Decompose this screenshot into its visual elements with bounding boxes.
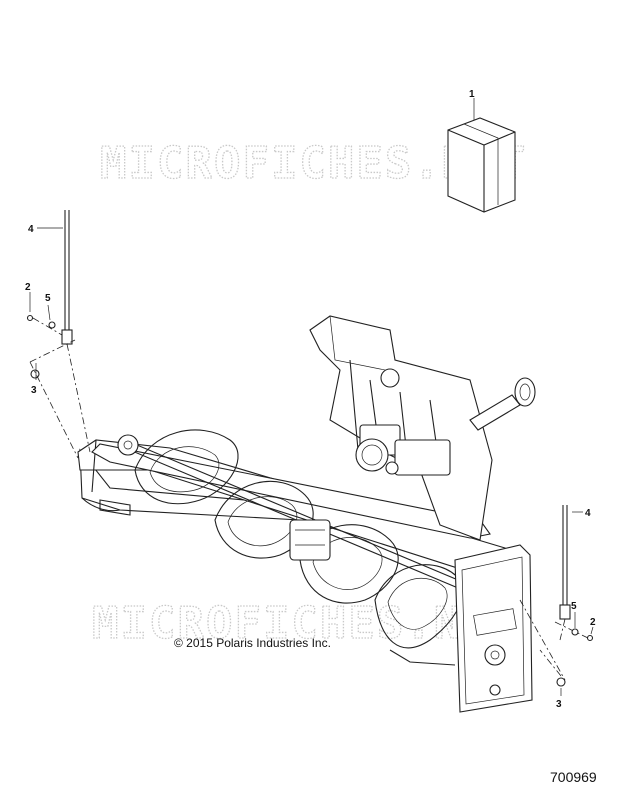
- callout-4-left: 4: [28, 224, 34, 235]
- part-4-rod-right: [559, 505, 571, 641]
- part-3-nut-left: [29, 339, 79, 459]
- part-5-washer-right: [571, 628, 579, 636]
- part-3-nut-right: [519, 599, 566, 687]
- callout-5-left: 5: [45, 293, 51, 304]
- callout-2-left: 2: [25, 282, 31, 293]
- part-1-box: [447, 98, 516, 213]
- part-2-bolt-right: [554, 621, 594, 642]
- callout-3-left: 3: [31, 385, 37, 396]
- figure-number: 700969: [550, 769, 597, 785]
- callout-2-right: 2: [590, 617, 596, 628]
- watermark-bottom: MICROFICHES.NET: [92, 598, 519, 649]
- snow-blower-assembly: [77, 315, 536, 713]
- leader-lines: [29, 227, 594, 696]
- callout-4-right: 4: [585, 508, 591, 519]
- copyright-notice: © 2015 Polaris Industries Inc.: [174, 636, 331, 650]
- part-4-rod-left: [61, 210, 91, 453]
- callout-5-right: 5: [571, 601, 577, 612]
- callout-3-right: 3: [556, 699, 562, 710]
- callout-1: 1: [469, 89, 475, 100]
- part-2-bolt-left: [26, 314, 63, 336]
- part-5-washer-left: [48, 321, 56, 329]
